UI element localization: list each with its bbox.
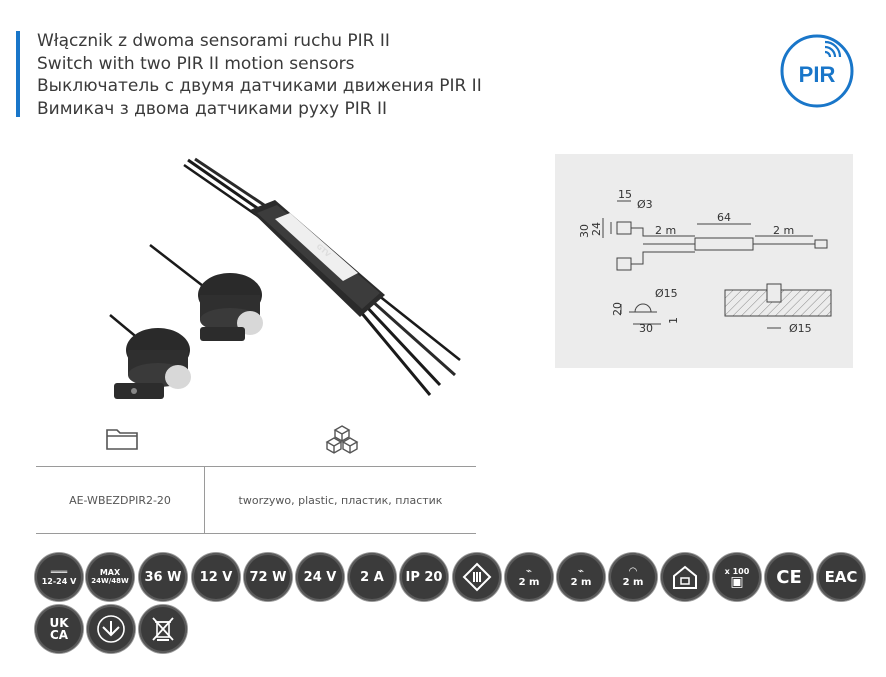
pack-quantity: x 100	[724, 567, 750, 576]
dim-2m-left: 2 m	[655, 224, 676, 237]
material-cubes-icon	[325, 425, 359, 454]
title-accent-bar	[16, 31, 20, 117]
dim-d15-top: Ø15	[655, 287, 678, 300]
dim-64: 64	[717, 211, 731, 224]
pack-quantity-badge: x 100▣	[713, 553, 761, 601]
sensor-range-badge: ◠2 m	[609, 553, 657, 601]
dim-30-bottom: 30	[639, 322, 653, 335]
house-icon	[673, 565, 697, 589]
voltage-range-label: 12-24 V	[41, 576, 77, 586]
title-pl: Włącznik z dwoma sensorami ruchu PIR II	[37, 31, 390, 51]
product-info-table: AE-WBEZDPIR2-20 tworzywo, plastic, пласт…	[36, 466, 476, 534]
ukca-line2: CA	[49, 628, 69, 642]
indoor-use-badge	[661, 553, 709, 601]
power-72w-badge: 72 W	[244, 553, 292, 601]
sensor-range: 2 m	[622, 577, 644, 588]
dim-15: 15	[618, 188, 632, 201]
ce-badge: CE	[765, 553, 813, 601]
furniture-mount-icon	[97, 615, 125, 643]
cable-icon-b: ⌁	[577, 566, 584, 577]
cable-icon-a: ⌁	[525, 566, 532, 577]
ip20-badge: IP 20	[400, 553, 448, 601]
title-en: Switch with two PIR II motion sensors	[37, 53, 355, 74]
dim-1: 1	[667, 317, 680, 324]
box-icon: ▣	[730, 574, 744, 590]
voltage-24v-badge: 24 V	[296, 553, 344, 601]
dim-d15-cut: Ø15	[789, 322, 812, 335]
dim-d3: Ø3	[637, 198, 653, 211]
pir-sensor-back	[198, 273, 263, 341]
current-2a-badge: 2 A	[348, 553, 396, 601]
dim-2m-right: 2 m	[773, 224, 794, 237]
dim-24: 24	[590, 222, 603, 236]
max-label: MAX	[99, 568, 121, 577]
furniture-mount-badge	[87, 605, 135, 653]
eac-badge: EAC	[817, 553, 865, 601]
cable-length-badge-b: ⌁2 m	[557, 553, 605, 601]
max-value: 24W/48W	[91, 577, 129, 585]
folder-icon	[106, 429, 138, 450]
product-material: tworzywo, plastic, пластик, пластик	[238, 493, 443, 507]
technical-drawing: 15 Ø3 30 24 2 m 64 2 m Ø15 20 30 1 Ø15	[555, 154, 853, 368]
pir-badge-icon: PIR	[780, 34, 854, 108]
cable-length-badge-a: ⌁2 m	[505, 553, 553, 601]
product-titles: Włącznik z dwoma sensorami ruchu PIR II …	[37, 30, 482, 120]
class-iii-badge	[453, 553, 501, 601]
title-ru: Выключатель с двумя датчиками движения P…	[37, 76, 482, 96]
ukca-line1: UK	[49, 616, 69, 630]
voltage-12v-badge: 12 V	[192, 553, 240, 601]
switch-housing: GTV	[250, 200, 385, 317]
crossed-bin-icon	[152, 617, 174, 641]
product-image: GTV	[109, 157, 461, 399]
product-code: AE-WBEZDPIR2-20	[36, 467, 205, 533]
weee-badge	[139, 605, 187, 653]
sensor-wave-icon: ◠	[629, 566, 637, 577]
voltage-range-badge: ═══12-24 V	[35, 553, 83, 601]
dim-20: 20	[611, 302, 624, 316]
title-ua: Вимикач з двома датчиками руху PIR II	[37, 98, 387, 119]
pir-badge-label: PIR	[799, 62, 836, 87]
power-36w-badge: 36 W	[139, 553, 187, 601]
pir-sensor-front	[114, 328, 191, 399]
class-iii-icon	[462, 562, 492, 592]
cable-length-a: 2 m	[518, 577, 540, 588]
dim-30: 30	[578, 224, 591, 238]
cable-length-b: 2 m	[570, 577, 592, 588]
